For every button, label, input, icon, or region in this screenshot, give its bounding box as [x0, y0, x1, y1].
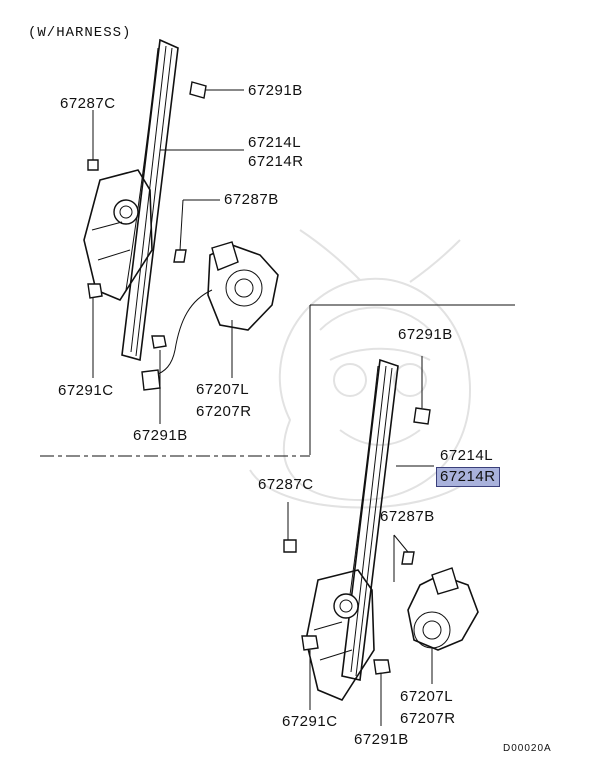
upper-regulator-drawing	[83, 38, 279, 391]
lower-label-bolt-top: 67291B	[398, 326, 453, 343]
upper-label-bolt-bottom-left: 67291C	[58, 382, 114, 399]
lower-label-screw-left: 67287C	[258, 476, 314, 493]
lower-regulator-drawing	[283, 358, 479, 701]
upper-label-motor-r: 67207R	[196, 403, 252, 420]
lower-label-bolt-bottom: 67291B	[354, 731, 409, 748]
upper-leader-lines	[92, 89, 244, 424]
lower-label-motor-r: 67207R	[400, 710, 456, 727]
watermark-emblem	[249, 229, 481, 509]
upper-label-motor-l: 67207L	[196, 381, 250, 398]
lower-label-motor-l: 67207L	[400, 688, 454, 705]
upper-label-regulator-l: 67214L	[248, 134, 302, 151]
lower-label-screw-mid: 67287B	[380, 508, 435, 525]
assembly-divider	[40, 304, 515, 457]
upper-label-bolt-bottom: 67291B	[133, 427, 188, 444]
diagram-code: D00020A	[503, 743, 552, 754]
upper-label-screw-left: 67287C	[60, 95, 116, 112]
lower-label-regulator-l: 67214L	[440, 447, 494, 464]
upper-label-regulator-r: 67214R	[248, 153, 304, 170]
lower-label-regulator-r-highlighted[interactable]: 67214R	[436, 467, 500, 487]
lower-label-bolt-bottom-left: 67291C	[282, 713, 338, 730]
upper-label-bolt-top: 67291B	[248, 82, 303, 99]
upper-label-screw-mid: 67287B	[224, 191, 279, 208]
lower-leader-lines	[287, 356, 434, 726]
harness-note: (W/HARNESS)	[28, 25, 132, 41]
